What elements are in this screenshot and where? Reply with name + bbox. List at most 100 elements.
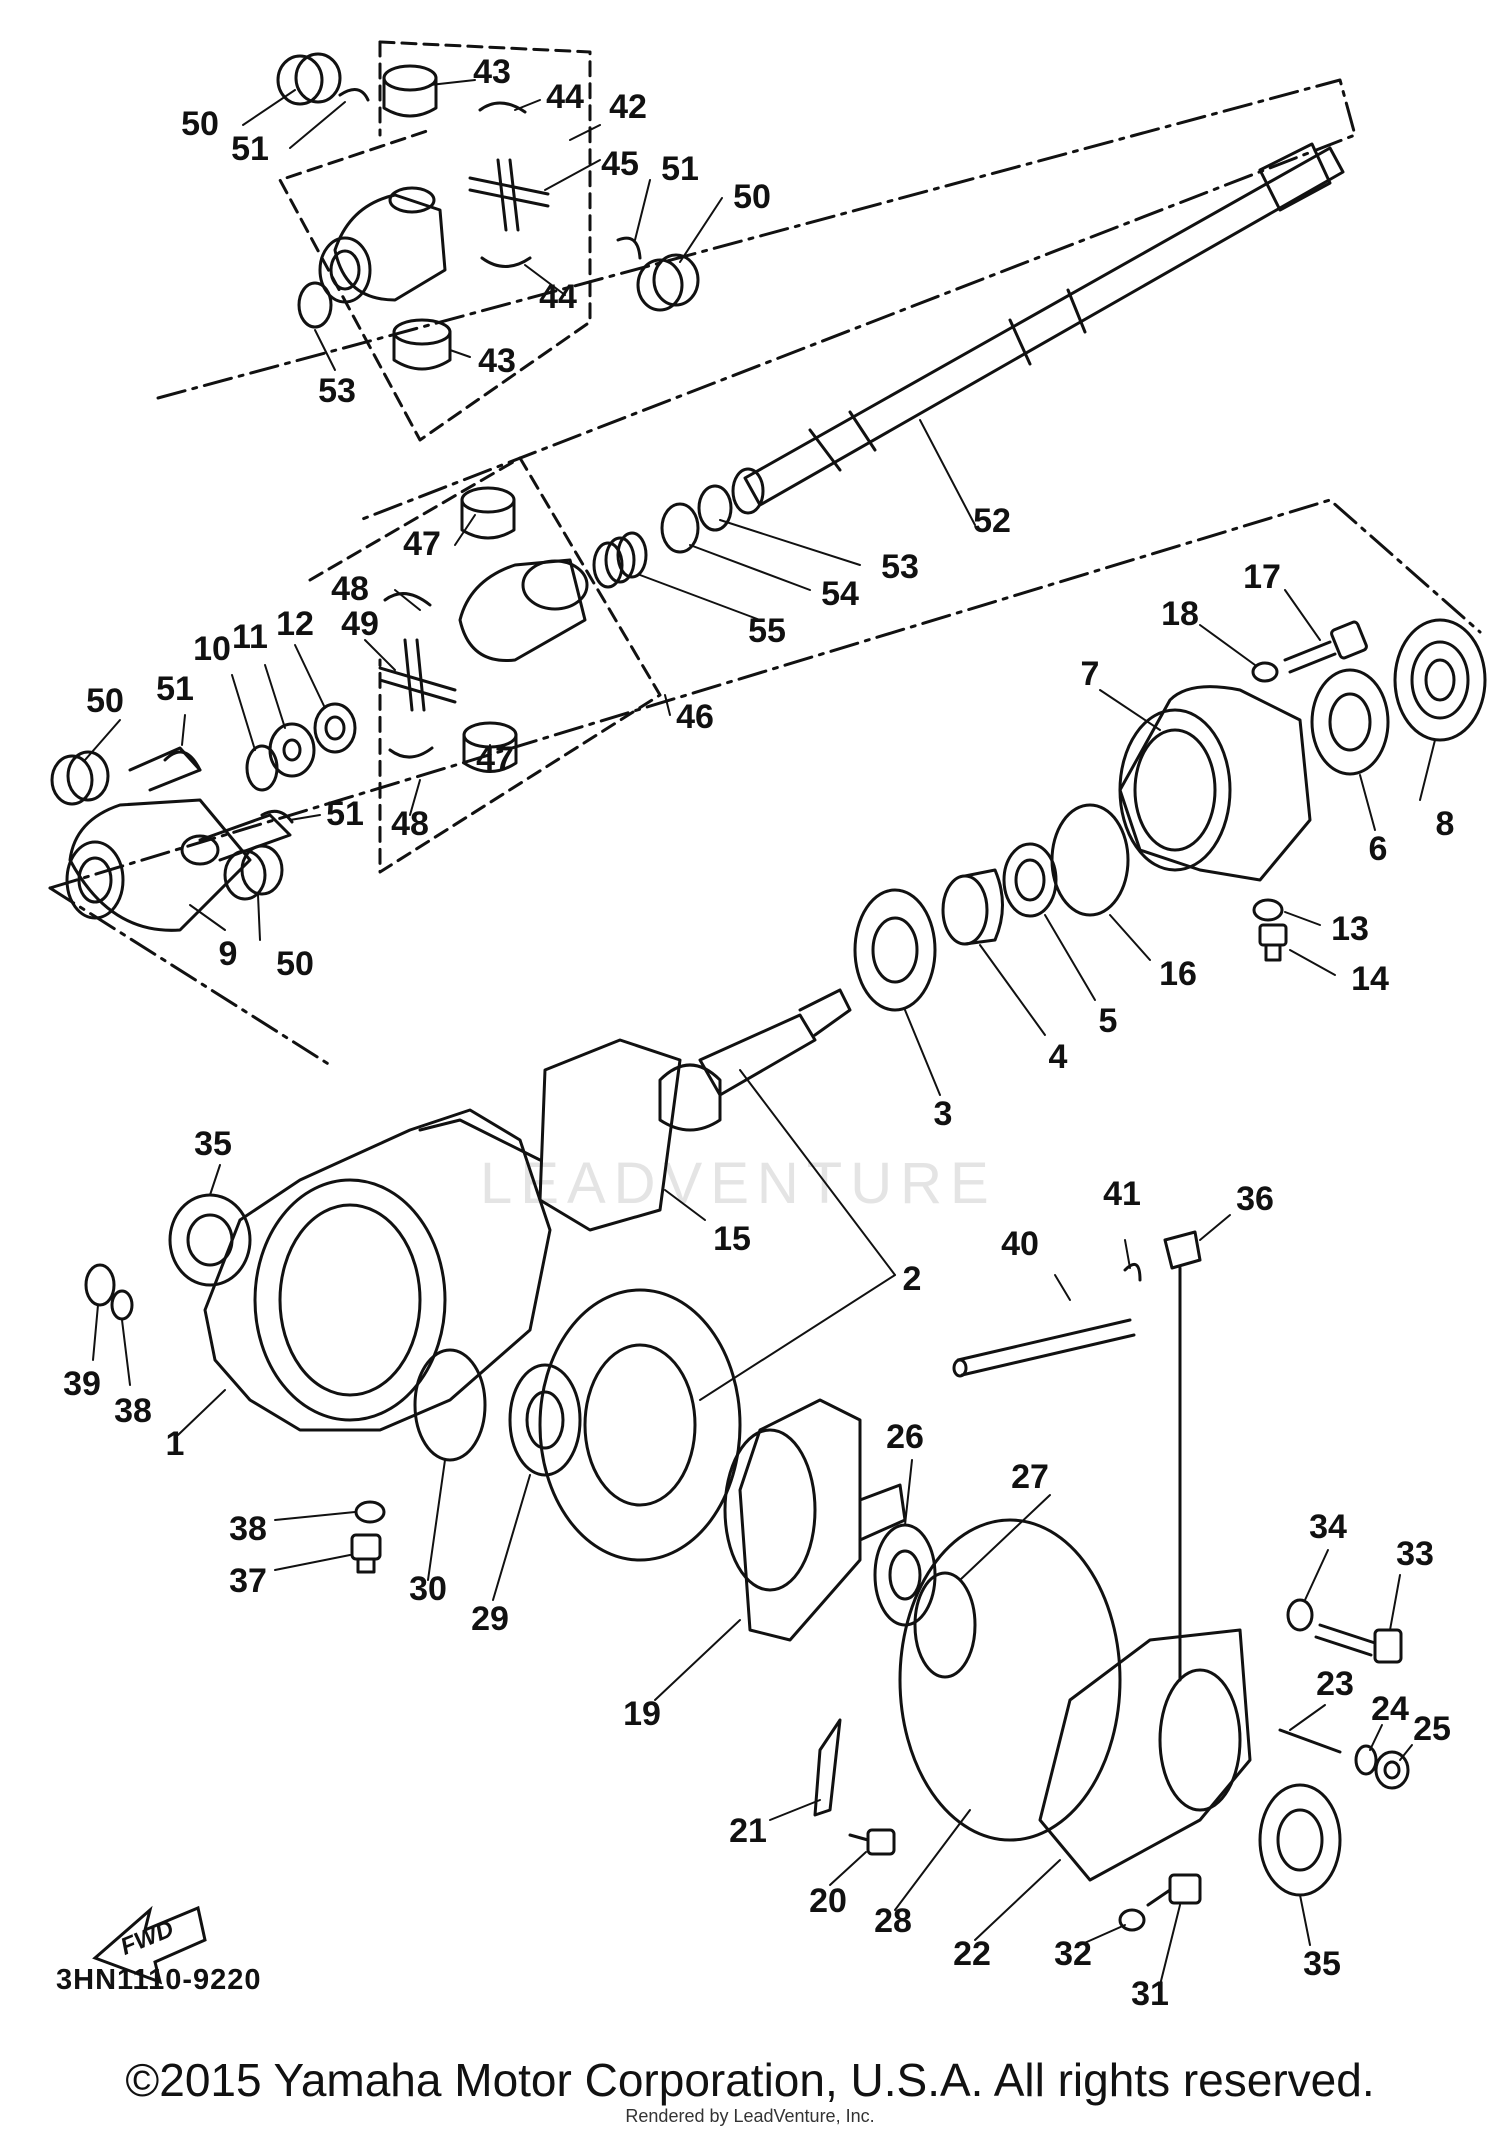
callout-label: 47 — [476, 740, 514, 778]
callout-label: 55 — [748, 612, 786, 650]
bearing-29 — [508, 1363, 582, 1477]
callout-label: 51 — [231, 130, 269, 168]
lower-yoke — [458, 558, 589, 662]
lock-plate-21 — [813, 1718, 842, 1817]
bearing-cap-47-top — [460, 486, 516, 540]
front-yoke-9 — [65, 798, 252, 932]
callout-label: 42 — [609, 88, 647, 126]
callout-label: 11 — [232, 618, 268, 656]
washer-38-bottom — [354, 1500, 386, 1524]
callout-label: 41 — [1103, 1175, 1141, 1213]
callout-label: 38 — [229, 1510, 267, 1548]
bearing-housing-7 — [1118, 685, 1312, 882]
bolt-31 — [1146, 1873, 1202, 1907]
clip-41 — [1123, 1262, 1142, 1282]
bearing-cap-43-bottom — [392, 318, 452, 371]
callout-label: 5 — [1099, 1002, 1118, 1040]
callout-label: 43 — [473, 53, 511, 91]
callout-label: 12 — [276, 605, 314, 643]
callout-label: 31 — [1131, 1975, 1169, 2013]
callout-label: 44 — [546, 78, 584, 116]
shim-27 — [913, 1571, 977, 1679]
callout-label: 21 — [729, 1812, 767, 1850]
race-4 — [941, 868, 1004, 946]
callout-label: 18 — [1161, 595, 1199, 633]
callout-label: 4 — [1049, 1038, 1068, 1076]
bearing-cap-43-top — [382, 64, 438, 118]
callout-label: 46 — [676, 698, 714, 736]
washer-54 — [660, 502, 700, 554]
cross-45 — [468, 158, 550, 232]
nut-25 — [1374, 1750, 1410, 1790]
callout-label: 25 — [1413, 1710, 1451, 1748]
bolt-14 — [1258, 923, 1288, 962]
upper-yoke — [318, 186, 447, 304]
callout-label: 53 — [881, 548, 919, 586]
o-ring-16 — [1050, 803, 1130, 917]
callout-label: 32 — [1054, 1935, 1092, 1973]
drive-shaft-52 — [731, 142, 1345, 515]
callout-label: 54 — [821, 575, 859, 613]
clip-51-lower-a — [163, 750, 202, 772]
clip-51-upper-right — [616, 236, 642, 260]
callout-label: 33 — [1396, 1535, 1434, 1573]
rendered-by-notice: Rendered by LeadVenture, Inc. — [625, 2106, 875, 2126]
breather-hose-40 — [952, 1318, 1136, 1378]
differential-case-1 — [203, 1108, 552, 1432]
clip-48-top — [383, 592, 432, 607]
o-ring-30 — [413, 1348, 487, 1462]
bolt-17 — [1283, 620, 1368, 674]
callout-label: 17 — [1243, 558, 1281, 596]
callout-label: 30 — [409, 1570, 447, 1608]
callout-label: 6 — [1369, 830, 1388, 868]
oil-seal-35-right — [1258, 1783, 1342, 1897]
callout-label: 47 — [403, 525, 441, 563]
callout-label: 44 — [539, 278, 577, 316]
callout-label: 3 — [934, 1095, 953, 1133]
bearing-6 — [1310, 668, 1390, 776]
washer-34 — [1286, 1598, 1314, 1632]
bearing-50-upper-right — [636, 253, 700, 312]
callout-label: 24 — [1371, 1690, 1409, 1728]
part-number-labels: 50 51 43 44 42 45 51 50 44 43 53 52 53 5… — [63, 53, 1454, 2013]
bolt-33 — [1314, 1623, 1403, 1664]
stud-23 — [1278, 1728, 1342, 1754]
callout-label: 50 — [276, 945, 314, 983]
callout-label: 20 — [809, 1882, 847, 1920]
callout-label: 29 — [471, 1600, 509, 1638]
callout-label: 50 — [86, 682, 124, 720]
diagram-drawing: FWD 50 51 43 44 42 45 51 50 44 43 53 52 … — [48, 40, 1487, 2013]
callout-label: 43 — [478, 342, 516, 380]
callout-label: 37 — [229, 1562, 267, 1600]
washer-11 — [268, 722, 316, 778]
bearing-3 — [853, 888, 937, 1012]
callout-label: 8 — [1436, 805, 1455, 843]
spring-39 — [84, 1263, 116, 1307]
callout-label: 38 — [114, 1392, 152, 1430]
callout-label: 23 — [1316, 1665, 1354, 1703]
callout-label: 16 — [1159, 955, 1197, 993]
clip-48-bottom — [388, 746, 434, 759]
clip-44-bottom — [480, 256, 532, 268]
u-joint-kit-42-box — [278, 40, 592, 442]
cross-49 — [378, 638, 457, 712]
callout-label: 28 — [874, 1902, 912, 1940]
callout-label: 10 — [193, 630, 231, 668]
o-ring-10 — [245, 744, 279, 792]
callout-label: 51 — [156, 670, 194, 708]
callout-label: 35 — [1303, 1945, 1341, 1983]
callout-label: 1 — [166, 1425, 185, 1463]
callout-label: 15 — [713, 1220, 751, 1258]
gear-case-cover-22 — [1038, 1628, 1252, 1882]
gasket-15 — [538, 1038, 682, 1232]
callout-label: 34 — [1309, 1508, 1347, 1546]
callout-label: 51 — [661, 150, 699, 188]
bearing-50-lower-left — [50, 750, 110, 806]
u-joint-kit-46-box — [308, 456, 662, 874]
washer-32 — [1118, 1908, 1146, 1932]
clip-box-lines — [128, 746, 202, 792]
bolt-20 — [848, 1828, 896, 1856]
callout-label: 13 — [1331, 910, 1369, 948]
washer-18 — [1251, 661, 1279, 683]
callout-label: 51 — [326, 795, 364, 833]
